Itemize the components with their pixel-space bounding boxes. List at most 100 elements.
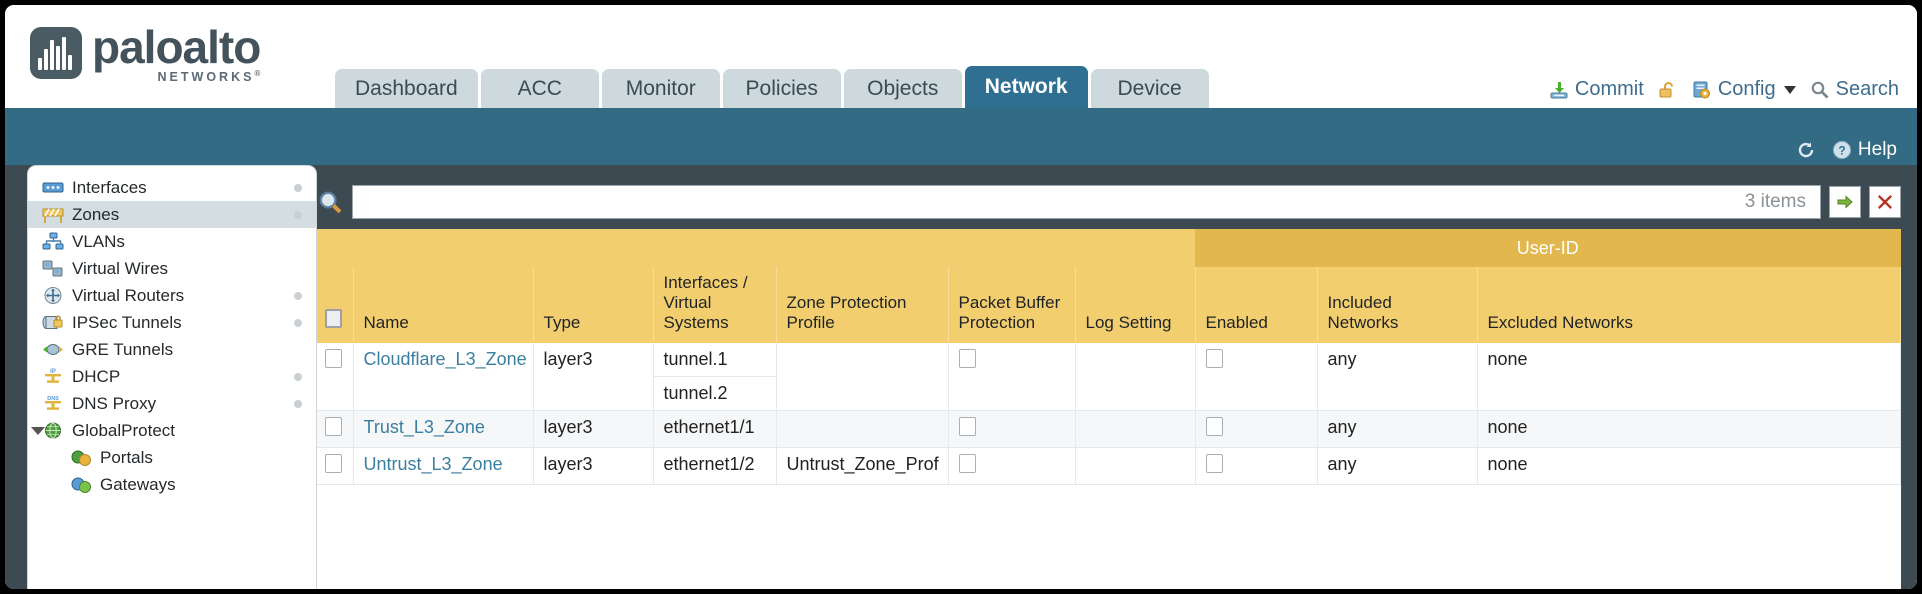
sidebar-item-virtual-wires[interactable]: Virtual Wires [28, 255, 316, 282]
col-name[interactable]: Name [353, 267, 534, 343]
cell-name[interactable]: Untrust_L3_Zone [353, 447, 534, 485]
select-all-header[interactable] [317, 267, 354, 343]
select-all-checkbox[interactable] [325, 309, 342, 328]
enabled-checkbox[interactable] [1205, 349, 1223, 368]
tab-acc[interactable]: ACC [480, 69, 599, 108]
packet-buffer-checkbox[interactable] [958, 349, 976, 368]
cell-select[interactable] [317, 343, 354, 411]
apply-filter-button[interactable] [1829, 186, 1861, 218]
packet-buffer-checkbox[interactable] [958, 417, 976, 436]
gateways-icon [70, 475, 92, 494]
group-header-user-id: User-ID [1195, 229, 1901, 267]
cell-packet-buffer[interactable] [948, 447, 1076, 485]
sidebar-item-virtual-routers[interactable]: Virtual Routers [28, 282, 316, 309]
tab-dashboard[interactable]: Dashboard [335, 69, 478, 108]
enabled-checkbox[interactable] [1205, 417, 1223, 436]
search-icon [1811, 81, 1829, 98]
virtual-wires-icon [42, 259, 64, 278]
row-checkbox[interactable] [325, 349, 342, 368]
tab-network[interactable]: Network [964, 66, 1088, 108]
portals-icon [70, 448, 92, 467]
sidebar-item-ipsec-tunnels[interactable]: IPSec Tunnels [28, 309, 316, 336]
help-button[interactable]: ? Help [1832, 139, 1897, 161]
items-count: 3 items [1744, 191, 1806, 212]
cell-type: layer3 [533, 410, 654, 448]
cell-packet-buffer[interactable] [948, 410, 1076, 448]
group-header-row: User-ID [317, 229, 1901, 267]
col-zone-protection[interactable]: Zone Protection Profile [776, 267, 949, 343]
col-enabled[interactable]: Enabled [1195, 267, 1318, 343]
sidebar-item-vlans[interactable]: VLANs [28, 228, 316, 255]
cell-interfaces: ethernet1/1 [653, 410, 777, 448]
col-log-setting[interactable]: Log Setting [1075, 267, 1196, 343]
tab-device[interactable]: Device [1090, 69, 1209, 108]
cell-enabled[interactable] [1195, 447, 1318, 485]
sidebar-item-interfaces[interactable]: Interfaces [28, 174, 316, 201]
sidebar-item-gre-tunnels[interactable]: GRE Tunnels [28, 336, 316, 363]
cell-included-networks: any [1317, 343, 1478, 411]
sidebar-item-label: Virtual Wires [72, 258, 169, 278]
expander-triangle-icon[interactable] [31, 426, 45, 435]
col-excluded-networks[interactable]: Excluded Networks [1477, 267, 1901, 343]
sidebar-item-gateways[interactable]: Gateways [28, 471, 316, 498]
enabled-checkbox[interactable] [1205, 454, 1223, 473]
zone-link[interactable]: Trust_L3_Zone [363, 417, 485, 437]
cell-name[interactable]: Trust_L3_Zone [353, 410, 534, 448]
sidebar-item-zones[interactable]: Zones [28, 201, 316, 228]
config-icon [1693, 81, 1710, 98]
brand-subtitle-text: NETWORKS [157, 70, 255, 85]
col-interfaces[interactable]: Interfaces / Virtual Systems [653, 267, 777, 343]
unlock-button[interactable] [1658, 80, 1678, 100]
cell-select[interactable] [317, 410, 354, 448]
paloalto-logo-mark [30, 27, 82, 79]
open-padlock-icon [1659, 81, 1673, 97]
cell-type: layer3 [533, 343, 654, 411]
packet-buffer-checkbox[interactable] [958, 454, 976, 473]
search-button[interactable]: Search [1810, 78, 1899, 101]
cell-name[interactable]: Cloudflare_L3_Zone [353, 343, 534, 411]
sidebar-item-globalprotect[interactable]: GlobalProtect [28, 417, 316, 444]
config-menu[interactable]: Config [1692, 78, 1796, 101]
paloalto-logo: paloalto NETWORKS® [30, 23, 261, 85]
filter-search-icon [319, 191, 342, 213]
col-included-networks[interactable]: Included Networks [1317, 267, 1478, 343]
tab-objects[interactable]: Objects [843, 69, 962, 108]
zone-link[interactable]: Cloudflare_L3_Zone [363, 349, 527, 369]
tab-policies[interactable]: Policies [722, 69, 841, 108]
cell-enabled[interactable] [1195, 343, 1318, 411]
gre-tunnels-icon [42, 340, 64, 359]
registered-mark: ® [254, 69, 261, 78]
cell-packet-buffer[interactable] [948, 343, 1076, 411]
sidebar-item-indicator [294, 210, 302, 219]
search-input[interactable] [363, 191, 1745, 213]
header-actions: Commit Config [1549, 78, 1899, 101]
sidebar-item-label: Zones [72, 204, 120, 224]
col-packet-buffer[interactable]: Packet Buffer Protection [948, 267, 1076, 343]
filter-bar: 3 items [317, 182, 1901, 222]
row-checkbox[interactable] [325, 417, 342, 436]
clear-filter-button[interactable] [1869, 186, 1901, 218]
svg-text:?: ? [1838, 144, 1845, 158]
cell-select[interactable] [317, 447, 354, 485]
col-type[interactable]: Type [533, 267, 654, 343]
search-field[interactable]: 3 items [352, 185, 1821, 219]
row-checkbox[interactable] [325, 454, 342, 473]
cell-excluded-networks: none [1477, 343, 1901, 411]
zone-link[interactable]: Untrust_L3_Zone [363, 454, 503, 474]
sidebar-item-label: DNS Proxy [72, 393, 157, 413]
refresh-button[interactable] [1796, 140, 1816, 160]
globalprotect-icon [42, 421, 64, 440]
sidebar-item-indicator [294, 318, 302, 327]
tab-monitor[interactable]: Monitor [601, 69, 720, 108]
cell-enabled[interactable] [1195, 410, 1318, 448]
dhcp-icon: IP [42, 367, 64, 386]
sidebar-item-portals[interactable]: Portals [28, 444, 316, 471]
sidebar-item-label: Gateways [100, 474, 176, 494]
commit-button[interactable]: Commit [1549, 78, 1644, 101]
